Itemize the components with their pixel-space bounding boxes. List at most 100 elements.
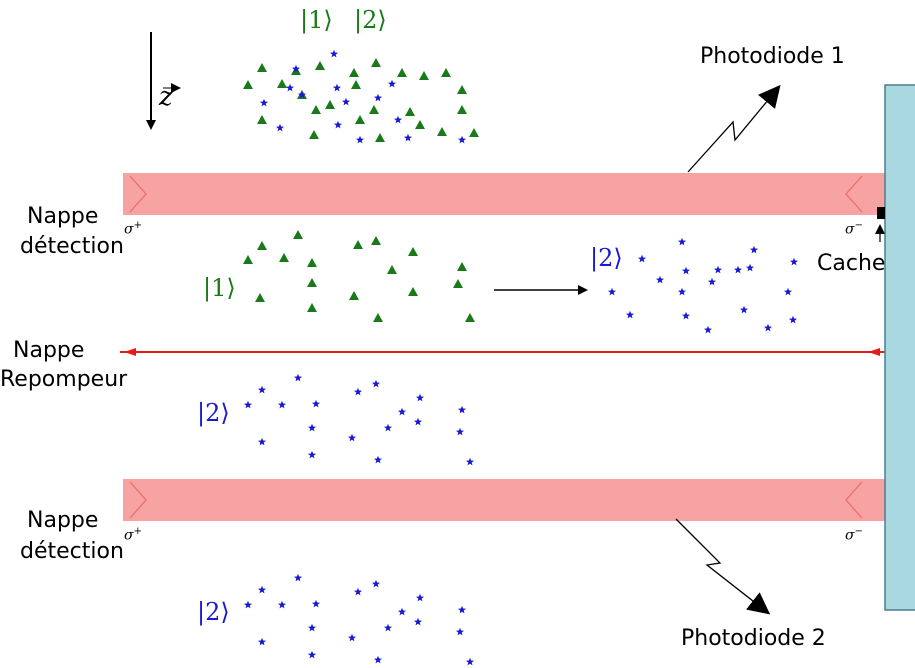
atom-state-1-marker (315, 61, 325, 70)
atom-state-1-marker (351, 80, 361, 89)
atom-state-2-marker (308, 450, 316, 459)
atom-state-1-marker (457, 262, 467, 271)
atom-state-1-marker (353, 240, 363, 249)
atom-state-2-marker (286, 83, 294, 92)
atom-state-1-marker (355, 115, 365, 124)
atom-state-2-marker (678, 287, 686, 296)
beam-chevron (129, 175, 147, 213)
atom-state-1-marker (349, 68, 359, 77)
atom-state-1-marker (465, 313, 475, 322)
atom-state-1-marker (307, 278, 317, 287)
atom-state-1-marker (441, 68, 451, 77)
atom-state-1-marker (257, 241, 267, 250)
atom-state-1-marker (325, 100, 335, 109)
atom-state-2-marker (258, 637, 266, 646)
nappe-repompeur-line2: Repompeur (0, 367, 128, 392)
atom-state-1-marker (311, 105, 321, 114)
atom-state-1-marker (307, 258, 317, 267)
atom-state-2-marker (466, 657, 474, 666)
atom-state-2-marker (348, 433, 356, 442)
atom-state-1-marker (397, 68, 407, 77)
atom-state-1-marker (279, 253, 289, 262)
ket-2-bottom: |2⟩ (197, 598, 230, 626)
cache-block (877, 207, 885, 219)
atom-state-2-marker (708, 277, 716, 286)
atom-state-2-marker (682, 311, 690, 320)
atom-state-2-marker (678, 237, 686, 246)
atom-state-2-marker (626, 310, 634, 319)
atom-state-2-marker (414, 417, 422, 426)
atom-state-2-marker (764, 323, 772, 332)
atom-state-2-marker (278, 400, 286, 409)
atom-state-2-marker (278, 600, 286, 609)
detection-beam-top (123, 173, 885, 215)
atom-state-1-marker (375, 133, 385, 142)
atom-state-2-marker (714, 265, 722, 274)
sigma-minus-top: σ− (845, 220, 863, 238)
photodiode-1-arrow (687, 84, 781, 173)
beam-chevron (845, 175, 863, 213)
nappe-detection-bottom-line2: détection (20, 539, 124, 564)
nappe-detection-bottom-line1: Nappe (27, 508, 99, 533)
atom-state-2-marker (308, 423, 316, 432)
sigma-plus-bottom: σ+ (124, 526, 142, 544)
atom-state-2-marker (414, 617, 422, 626)
ket-2-top: |2⟩ (354, 6, 387, 34)
atom-state-2-marker (608, 287, 616, 296)
photodiode-2-label: Photodiode 2 (681, 626, 826, 651)
atom-state-2-marker (244, 400, 252, 409)
atom-state-1-marker (419, 71, 429, 80)
atom-state-2-marker (330, 49, 338, 58)
atom-state-1-marker (307, 303, 317, 312)
atom-state-2-marker (342, 97, 350, 106)
atom-state-2-marker (416, 593, 424, 602)
atom-state-1-marker (371, 58, 381, 67)
atom-state-2-marker (244, 600, 252, 609)
atom-state-2-marker (356, 135, 364, 144)
atom-state-1-marker (243, 255, 253, 264)
z-axis-label: z (159, 82, 173, 112)
atom-state-1-marker (277, 79, 287, 88)
atom-state-1-marker (457, 85, 467, 94)
atom-state-2-marker (638, 254, 646, 263)
atom-state-2-marker (404, 133, 412, 142)
atom-state-1-marker (373, 313, 383, 322)
atom-state-2-marker (784, 287, 792, 296)
atom-state-2-marker (312, 599, 320, 608)
repumper-arrow-right (868, 348, 880, 356)
atom-state-2-marker (458, 405, 466, 414)
atom-state-1-marker (309, 130, 319, 139)
atom-state-2-marker (334, 120, 342, 129)
atom-state-2-marker (456, 427, 464, 436)
atom-state-1-marker (405, 107, 415, 116)
atom-state-1-marker (369, 105, 379, 114)
atom-state-2-marker (458, 605, 466, 614)
ket-2-lower: |2⟩ (197, 399, 230, 427)
atom-state-2-marker (466, 457, 474, 466)
atom-state-2-marker (294, 373, 302, 382)
atom-state-1-marker (257, 115, 267, 124)
beam-chevron (129, 481, 147, 519)
beam-chevron (845, 481, 863, 519)
photodiode-2-arrow (675, 518, 771, 615)
sigma-minus-bottom: σ− (845, 526, 863, 544)
atom-state-2-marker (394, 115, 402, 124)
atom-state-2-marker (333, 83, 341, 92)
detection-beam-bottom (123, 479, 885, 521)
atom-state-1-marker (437, 127, 447, 136)
atom-state-2-marker (384, 623, 392, 632)
atom-state-2-marker (372, 579, 380, 588)
mirror (884, 84, 915, 611)
atom-state-2-marker (789, 315, 797, 324)
atom-state-1-marker (255, 293, 265, 302)
atom-state-2-marker (374, 93, 382, 102)
nappe-detection-top-line1: Nappe (27, 204, 99, 229)
atom-state-1-marker (457, 105, 467, 114)
atom-state-1-marker (349, 291, 359, 300)
atom-state-2-marker (656, 275, 664, 284)
atom-state-1-marker (371, 236, 381, 245)
cache-label: Cache (817, 251, 886, 276)
atom-state-2-marker (348, 633, 356, 642)
atom-state-2-marker (750, 245, 758, 254)
